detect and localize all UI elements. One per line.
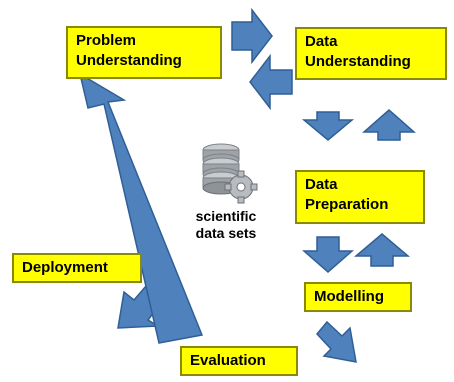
center-label-line-2: data sets (195, 225, 257, 241)
center-label-line-1: scientific (195, 208, 257, 224)
deployment-label: Deployment (22, 259, 108, 276)
arrow-down-icon (302, 236, 354, 273)
deployment-box: Deployment (12, 253, 142, 283)
arrow-left-icon (249, 53, 293, 111)
arrow-down-icon (301, 111, 355, 141)
center-label: scientific data sets (186, 208, 266, 242)
arrow-up-icon (353, 233, 411, 267)
problem-understanding-line-1: Problem (76, 32, 137, 49)
data-understanding-line-2: Understanding (305, 53, 411, 70)
arrow-diagonal-icon (316, 320, 357, 363)
problem-understanding-box: Problem Understanding (66, 26, 222, 79)
modelling-label: Modelling (314, 288, 384, 305)
arrow-up-icon (362, 109, 416, 141)
data-preparation-line-2: Preparation (305, 196, 389, 213)
data-understanding-line-1: Data (305, 33, 338, 50)
data-preparation-line-1: Data (305, 176, 338, 193)
problem-understanding-line-2: Understanding (76, 52, 182, 69)
evaluation-box: Evaluation (180, 346, 298, 376)
modelling-box: Modelling (304, 282, 412, 312)
arrow-long-icon (78, 72, 204, 344)
data-understanding-box: Data Understanding (295, 27, 447, 80)
evaluation-label: Evaluation (190, 352, 266, 369)
arrow-right-icon (231, 7, 273, 65)
data-preparation-box: Data Preparation (295, 170, 425, 224)
